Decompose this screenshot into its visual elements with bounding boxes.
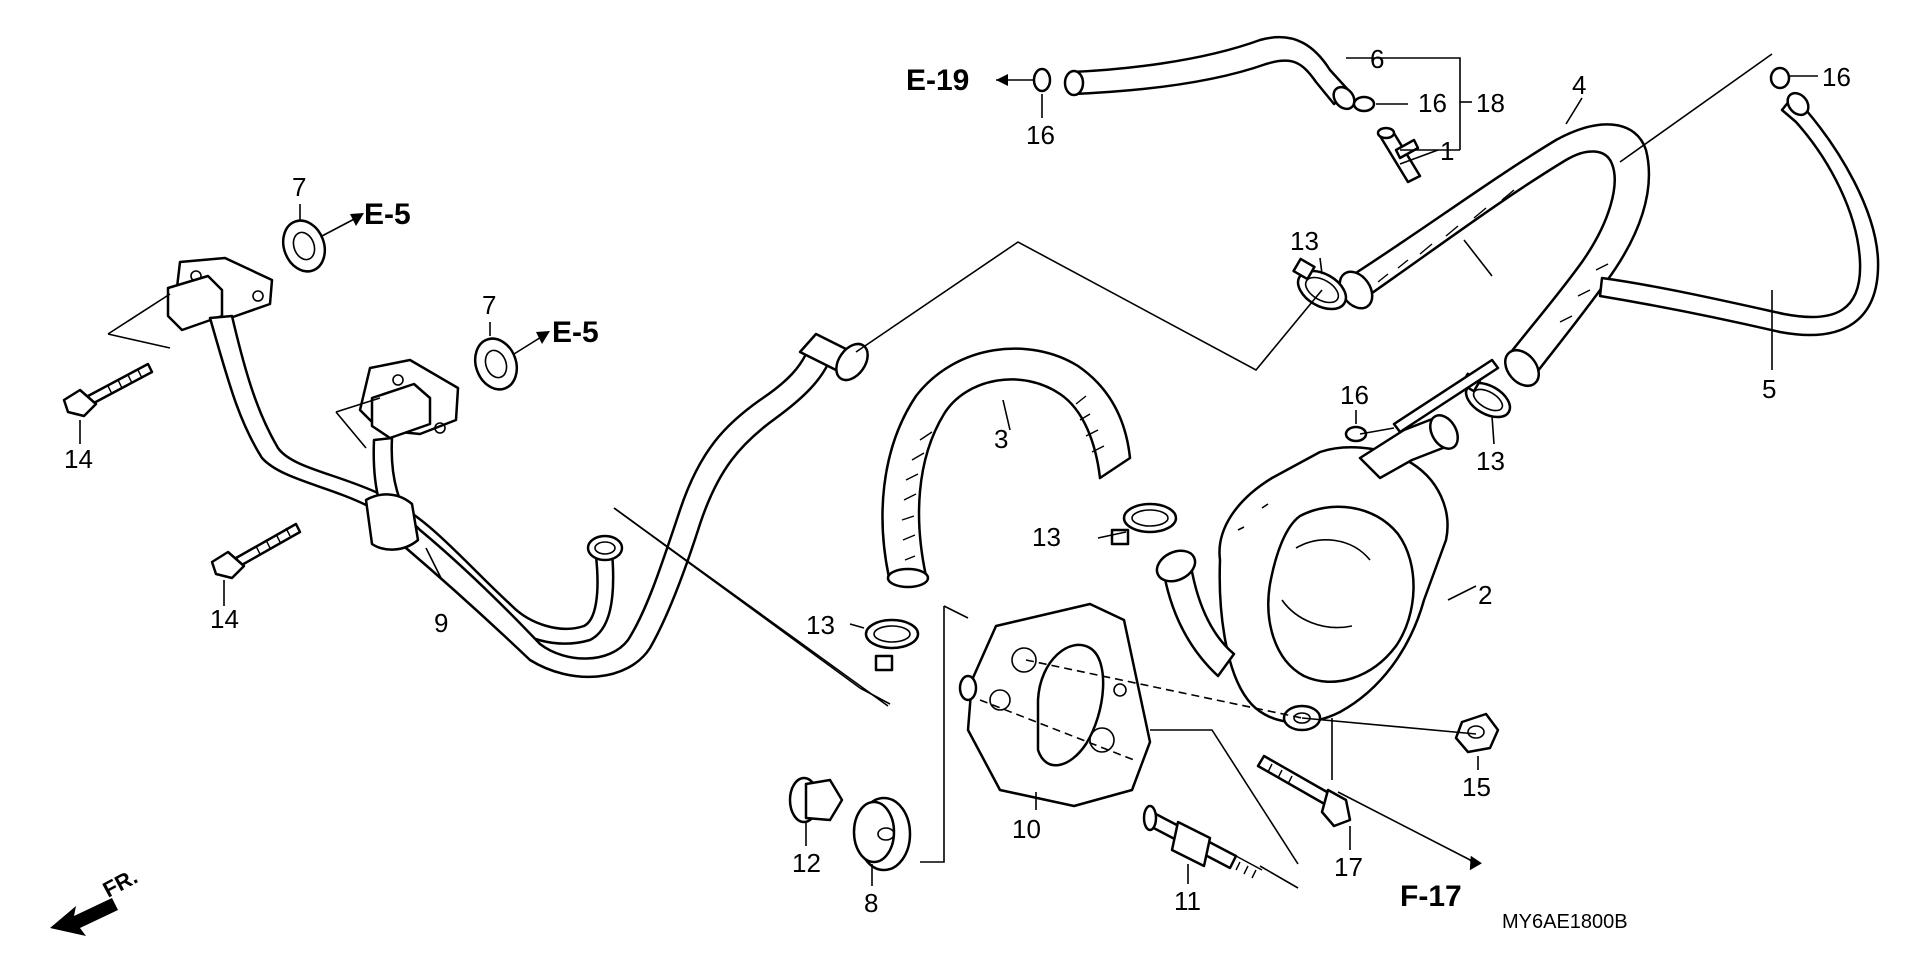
clip-16-c <box>1769 66 1791 90</box>
bolt-14-upper <box>62 362 154 418</box>
callout-13-d: 13 <box>806 610 835 640</box>
clip-16-a <box>1032 67 1052 93</box>
callout-7-lower: 7 <box>482 290 496 320</box>
callout-4: 4 <box>1572 70 1586 100</box>
part-3-hose <box>881 347 1132 589</box>
clamp-13-c <box>1110 502 1178 546</box>
callout-18: 18 <box>1476 88 1505 118</box>
callout-14-lower: 14 <box>210 604 239 634</box>
callout-15: 15 <box>1462 772 1491 802</box>
callout-16-c: 16 <box>1822 62 1851 92</box>
part-1-fitting <box>1376 126 1422 184</box>
callout-13-a: 13 <box>1290 226 1319 256</box>
front-indicator: FR. <box>99 864 142 903</box>
callout-2: 2 <box>1478 580 1492 610</box>
part-5-hose <box>1598 91 1880 337</box>
callout-14-upper: 14 <box>64 444 93 474</box>
callout-16-b: 16 <box>1418 88 1447 118</box>
reference-arrows <box>50 74 1482 936</box>
part-4-hose <box>1338 123 1651 388</box>
callout-1: 1 <box>1440 136 1454 166</box>
callout-9: 9 <box>434 608 448 638</box>
diagram-code: MY6AE1800B <box>1502 911 1628 933</box>
grommet-8 <box>852 796 912 872</box>
collar-12 <box>788 776 844 824</box>
ref-f17[interactable]: F-17 <box>1400 880 1462 913</box>
assembly-lines <box>107 53 1773 889</box>
callout-13-c: 13 <box>1032 522 1061 552</box>
nut-15 <box>1454 712 1500 754</box>
callout-5: 5 <box>1762 374 1776 404</box>
callout-16-d: 16 <box>1340 380 1369 410</box>
part-9-air-pipe <box>166 256 869 679</box>
bolt-17 <box>1256 754 1352 828</box>
bolt-14-lower <box>210 522 302 580</box>
callout-3: 3 <box>994 424 1008 454</box>
callout-11: 11 <box>1174 886 1201 916</box>
ref-e19[interactable]: E-19 <box>906 64 969 97</box>
part-6-hose <box>1063 35 1356 111</box>
callout-13-b: 13 <box>1476 446 1505 476</box>
callout-12: 12 <box>792 848 821 878</box>
part-10-bracket <box>958 602 1152 808</box>
clip-16-d <box>1344 425 1368 443</box>
part-2-valve <box>1155 414 1459 732</box>
callout-6: 6 <box>1370 44 1384 74</box>
callout-8: 8 <box>864 888 878 918</box>
clip-16-b <box>1352 95 1376 113</box>
ref-e5-upper[interactable]: E-5 <box>364 198 411 231</box>
callout-7-upper: 7 <box>292 172 306 202</box>
callout-16-a: 16 <box>1026 120 1055 150</box>
callout-10: 10 <box>1012 814 1041 844</box>
callout-17: 17 <box>1334 852 1363 882</box>
part-number-labels: 1 2 3 4 5 6 7 7 8 9 10 11 12 13 13 13 13… <box>64 44 1851 918</box>
clamp-13-d <box>864 618 920 672</box>
seal-7-lower <box>473 337 519 391</box>
seal-7-upper <box>281 219 327 273</box>
callout-leaders <box>79 57 1818 886</box>
ref-e5-lower[interactable]: E-5 <box>552 316 599 349</box>
bolt-11 <box>1142 804 1263 879</box>
